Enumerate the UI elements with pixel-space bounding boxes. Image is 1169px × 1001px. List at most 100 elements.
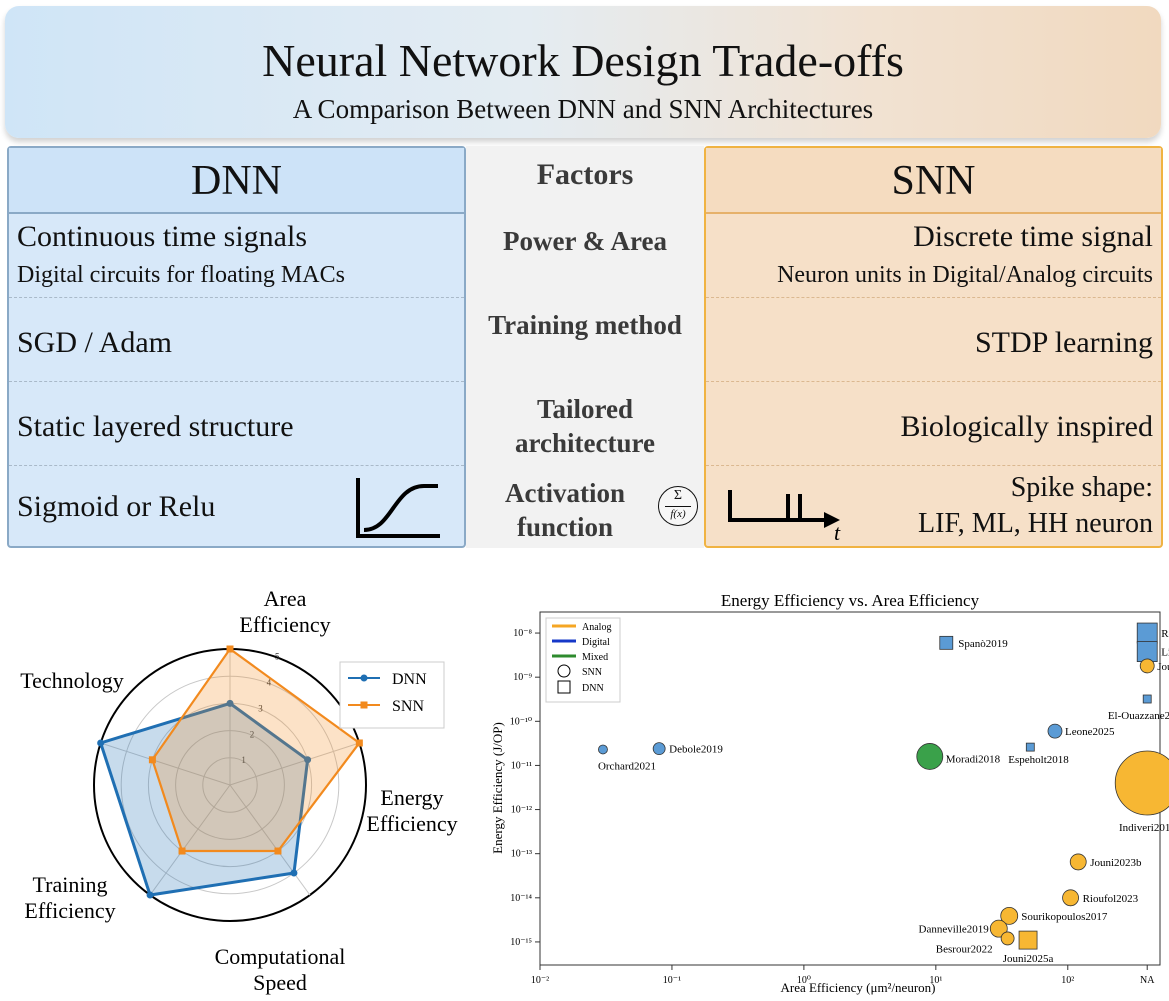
scatter-chart: Energy Efficiency vs. Area Efficiency 10… [490, 591, 1169, 995]
scatter-point-label: El-Ouazzane2024 [1108, 710, 1169, 722]
snn-power-main: Discrete time signal [913, 220, 1153, 253]
y-tick-label: 10⁻¹¹ [511, 760, 532, 771]
snn-training-main: STDP learning [974, 326, 1153, 359]
y-tick-label: 10⁻¹⁰ [510, 716, 532, 727]
snn-panel: SNN Discrete time signal Neuron units in… [704, 146, 1163, 548]
factor-power-area: Power & Area [503, 226, 667, 256]
dnn-row-activation: Sigmoid or Relu [9, 466, 464, 546]
scatter-point-indiveri2011 [1114, 750, 1169, 816]
scatter-point-label: Jouni2025b [1157, 661, 1169, 673]
snn-row-power: Discrete time signal Neuron units in Dig… [706, 212, 1161, 298]
scatter-point-ren2021 [1136, 622, 1158, 644]
scatter-plot-area [539, 611, 1161, 966]
scatter-point-moradi2018 [916, 743, 944, 770]
scatter-point-label: Sourikopoulos2017 [1021, 911, 1108, 923]
title-banner: Neural Network Design Trade-offs A Compa… [5, 6, 1161, 138]
legend-mixed-label: Mixed [582, 652, 608, 663]
scatter-point-label: Danneville2019 [919, 924, 990, 936]
radar-axis-label: Speed [253, 970, 307, 995]
y-tick-label: 10⁻⁹ [513, 672, 532, 683]
legend-dnn-label: DNN [392, 671, 427, 688]
radar-spoke-4 [100, 742, 231, 786]
scatter-point-orchard2021 [598, 744, 608, 755]
factor-training-method: Training method [488, 310, 682, 340]
radar-series-snn [151, 647, 361, 853]
scatter-point-label: Rioufol2023 [1083, 893, 1139, 905]
dnn-power-sub: Digital circuits for floating MACs [17, 262, 345, 288]
scatter-point-danneville2019 [989, 919, 1008, 938]
dnn-panel: DNN Continuous time signals Digital circ… [7, 146, 466, 548]
factor-activation: Activation [505, 478, 625, 508]
y-tick-label: 10⁻¹² [511, 805, 532, 816]
radar-axis-label: Energy [380, 785, 443, 810]
scatter-legend: Analog Digital Mixed SNN DNN [545, 617, 621, 703]
scatter-point-label: Spanò2019 [958, 638, 1008, 650]
factor-function: function [516, 512, 614, 542]
x-tick-label: 10⁻² [531, 975, 549, 986]
scatter-point-label: Ren2021 [1161, 628, 1169, 640]
x-tick-label: 10⁰ [797, 975, 811, 986]
snn-power-sub: Neuron units in Digital/Analog circuits [777, 262, 1153, 288]
snn-activation-main: Spike shape: [1010, 472, 1153, 503]
radar-legend-box [339, 661, 445, 729]
scatter-point-label: Orchard2021 [598, 760, 656, 772]
scatter-point-label: Indiveri2011 [1119, 822, 1169, 834]
scatter-ylabel: Energy Efficiency (J/OP) [490, 722, 505, 854]
sigmoid-icon [356, 478, 440, 538]
radar-axis-label: Training [33, 872, 108, 897]
scatter-point-label: Debole2019 [669, 744, 723, 756]
radar-marker-snn [178, 847, 186, 855]
x-tick-label: 10⁻¹ [663, 975, 681, 986]
x-tick-label: 10² [1061, 975, 1074, 986]
y-tick-label: 10⁻¹³ [511, 849, 532, 860]
radar-marker-snn [226, 645, 234, 653]
scatter-xlabel: Area Efficiency (μm²/neuron) [780, 980, 935, 995]
x-tick-label: 10¹ [929, 975, 942, 986]
legend-snn-label: SNN [392, 698, 424, 715]
scatter-point-label: Jouni2025a [1003, 953, 1054, 965]
legend-dnn-marker [360, 674, 368, 682]
dnn-row-power: Continuous time signals Digital circuits… [9, 212, 464, 298]
radar-tick-label: 2 [250, 729, 255, 739]
radar-axis-label: Efficiency [366, 811, 457, 836]
scatter-point-rioufol2023 [1062, 889, 1079, 907]
radar-series-dnn [98, 701, 310, 897]
radar-spoke-1 [229, 742, 360, 786]
page-title: Neural Network Design Trade-offs [262, 35, 904, 86]
sum-symbol: Σ [673, 488, 683, 503]
scatter-title: Energy Efficiency vs. Area Efficiency [721, 591, 980, 610]
snn-panel-title: SNN [706, 148, 1161, 214]
radar-axis-label: Computational [215, 944, 346, 969]
sum-function-icon: Σ f(x) [658, 486, 698, 526]
scatter-point-besrour2022 [1000, 931, 1015, 946]
radar-tick-label: 4 [267, 678, 272, 688]
radar-axis-label: Area [264, 586, 307, 611]
y-tick-label: 10⁻⁸ [513, 628, 532, 639]
radar-marker-snn [355, 739, 363, 747]
legend-snn-marker [360, 701, 368, 709]
scatter-points: Spanò2019 Ren2021Lin2020Jouni2025bEl-Ouaz… [598, 622, 1169, 965]
scatter-point-label: Espeholt2018 [1008, 754, 1069, 766]
y-tick-label: 10⁻¹⁴ [510, 893, 532, 904]
scatter-point-label: Lin2020 [1161, 647, 1169, 659]
dnn-panel-title: DNN [9, 148, 464, 214]
scatter-point-label: Leone2025 [1065, 726, 1115, 738]
scatter-point-debole2019 [652, 742, 666, 756]
dnn-row-architecture: Static layered structure [9, 382, 464, 466]
spike-time-label: t [834, 520, 841, 540]
radar-tick-label: 1 [241, 755, 246, 765]
radar-tick-label: 5 [275, 652, 280, 662]
scatter-point-espeholt2018 [1025, 742, 1035, 752]
scatter-point-jouni2025a [1018, 930, 1038, 950]
snn-architecture-main: Biologically inspired [900, 410, 1153, 443]
y-tick-label: 10⁻¹⁵ [510, 937, 532, 948]
snn-row-training: STDP learning [706, 298, 1161, 382]
dnn-training-main: SGD / Adam [17, 326, 173, 359]
fraction-line [665, 506, 691, 507]
radar-marker-dnn [290, 869, 298, 877]
radar-series [97, 645, 363, 899]
dnn-activation-main: Sigmoid or Relu [17, 490, 216, 523]
